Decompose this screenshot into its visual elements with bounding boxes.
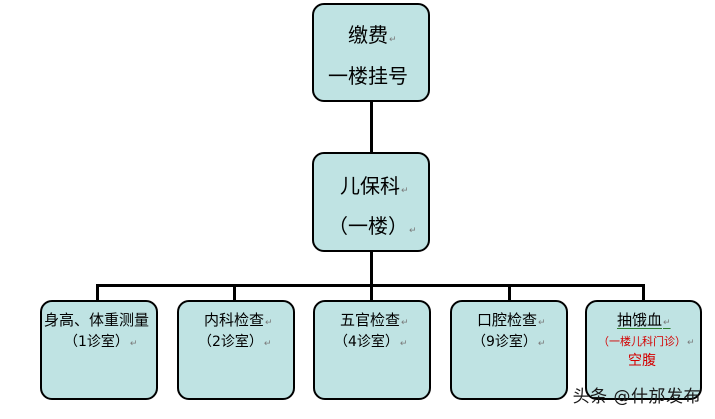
node-child-health-line1: 儿保科↵ — [340, 174, 409, 198]
connector-leaf-3 — [370, 284, 373, 302]
node-ent-exam — [313, 300, 431, 400]
node-height-weight — [40, 300, 158, 400]
node-internal-medicine — [177, 300, 295, 400]
watermark: 头条 @什邡发布 — [572, 387, 701, 407]
node-blood-draw-fasting: 空腹 — [628, 353, 656, 369]
node-dental-exam-room: （9诊室）↵ — [472, 334, 546, 350]
node-internal-medicine-title: 内科检查↵ — [204, 311, 273, 329]
node-ent-exam-title: 五官检查↵ — [340, 311, 409, 329]
node-height-weight-room: （1诊室）↵ — [64, 334, 138, 350]
node-ent-exam-room: （4诊室）↵ — [334, 334, 408, 350]
node-internal-medicine-room: （2诊室）↵ — [198, 334, 272, 350]
node-dental-exam-title: 口腔检查↵ — [477, 311, 546, 329]
node-blood-draw-title: 抽饿血↵ — [617, 311, 671, 329]
connector-leaf-5 — [642, 284, 645, 302]
node-payment-registration — [312, 3, 430, 102]
connector-leaf-4 — [508, 284, 511, 302]
node-child-health-line2: （一楼）↵ — [328, 214, 417, 238]
node-dental-exam — [450, 300, 568, 400]
node-height-weight-title: 身高、体重测量 — [44, 311, 150, 329]
connector-middle-down — [370, 250, 373, 285]
node-child-health-dept — [312, 152, 430, 252]
node-blood-draw-location: （一楼儿科门诊）↵ — [598, 335, 695, 348]
node-blood-draw — [585, 300, 702, 400]
connector-leaf-2 — [233, 284, 236, 302]
node-payment-line2: 一楼挂号 — [328, 64, 408, 88]
node-payment-line1: 缴费↵ — [348, 23, 397, 47]
connector-top-to-middle — [370, 101, 373, 154]
connector-leaf-1 — [96, 284, 99, 302]
